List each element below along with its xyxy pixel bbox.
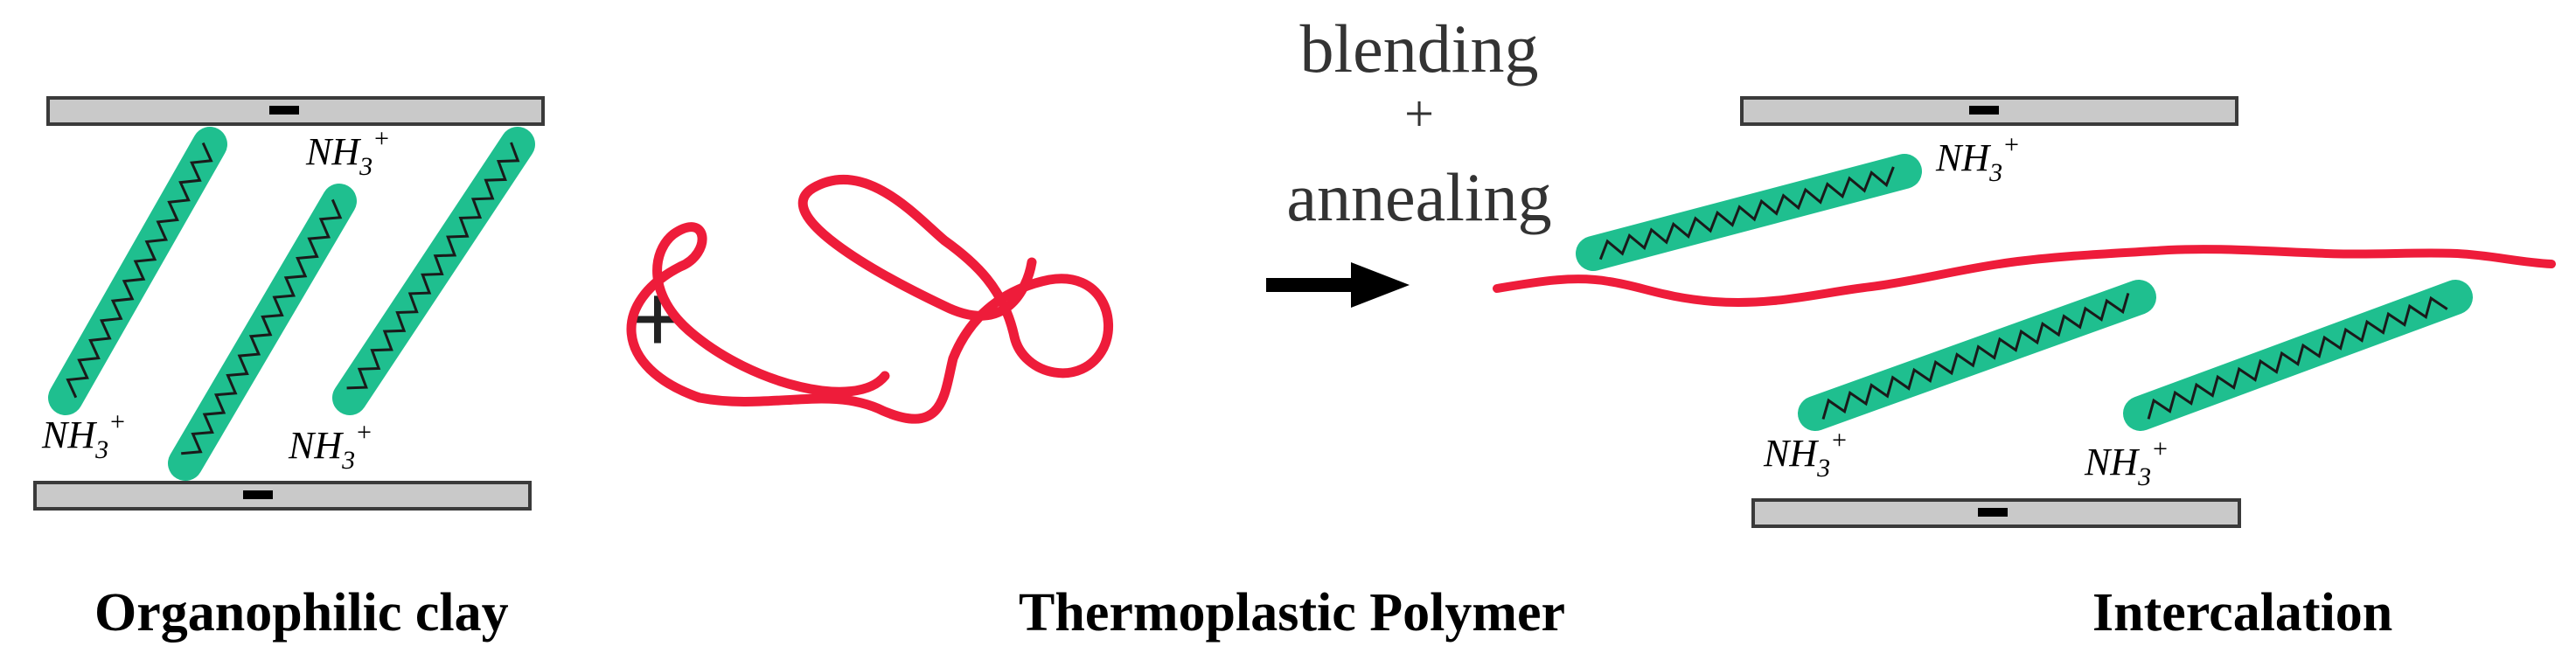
clay-sheet-top-left — [46, 96, 545, 126]
ion-label: NH3+ — [41, 407, 126, 464]
ion-label: NH3+ — [288, 418, 372, 475]
intercalation-group: NH3+ NH3+ NH3+ — [1493, 96, 2556, 528]
sheet-charge-mark — [243, 490, 273, 499]
process-label: blending + annealing — [1286, 10, 1551, 235]
surfactant-chain — [48, 127, 227, 415]
surfactant-chain — [1798, 280, 2156, 431]
surfactant-chain — [1576, 154, 1922, 271]
caption-intercalation: Intercalation — [2092, 583, 2393, 643]
caption-organophilic-clay: Organophilic clay — [94, 583, 509, 643]
clay-sheet-bottom-left — [33, 481, 532, 511]
sheet-charge-mark — [1969, 106, 1999, 115]
sheet-charge-mark — [1978, 508, 2008, 517]
process-blending: blending — [1300, 10, 1539, 87]
polymer-coil — [626, 174, 1114, 424]
ion-label: NH3+ — [2084, 434, 2169, 491]
ion-label: NH3+ — [1763, 426, 1848, 483]
surfactant-chain — [168, 184, 357, 481]
surfactant-chain — [332, 127, 535, 415]
process-plus: + — [1404, 85, 1434, 142]
clay-sheet-bottom-right — [1751, 498, 2241, 528]
caption-thermoplastic-polymer: Thermoplastic Polymer — [1019, 583, 1566, 643]
reaction-arrow — [1266, 262, 1410, 308]
process-annealing: annealing — [1286, 159, 1551, 235]
surfactant-chain — [2123, 280, 2473, 431]
ion-label: NH3+ — [305, 124, 390, 181]
ion-label: NH3+ — [1935, 130, 2020, 187]
sheet-charge-mark — [269, 106, 299, 115]
organophilic-clay-group: NH3+ NH3+ NH3+ — [33, 96, 545, 511]
intercalated-polymer-chain — [1493, 245, 2556, 307]
